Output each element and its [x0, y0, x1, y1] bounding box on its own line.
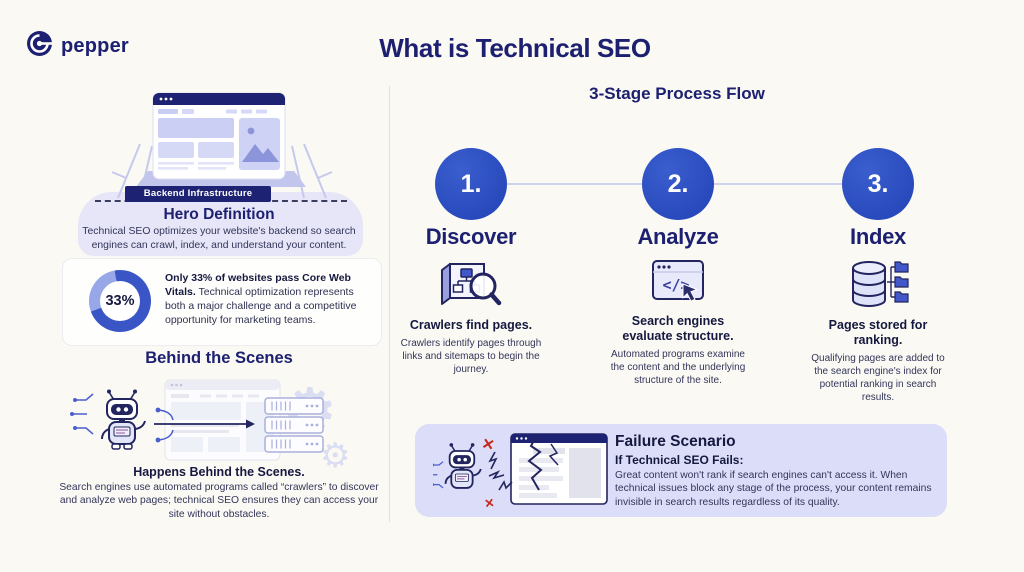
- stat-lead: Only 33% of websites pass Core Web Vital…: [165, 272, 351, 298]
- stage-title: Index: [850, 224, 906, 249]
- hero-definition-heading: Hero Definition: [163, 206, 275, 223]
- behind-body: Search engines use automated programs ca…: [59, 482, 379, 520]
- gear-icon: ⚙: [320, 437, 350, 468]
- core-web-vitals-stat-card: 33% Only 33% of websites pass Core Web V…: [62, 258, 382, 346]
- hero-browser-icon: [152, 92, 286, 187]
- sitemap-magnifier-icon: [441, 263, 502, 306]
- stage-caption: Pages stored for ranking.: [828, 318, 928, 347]
- stat-body: Technical optimization represents both a…: [165, 285, 357, 326]
- donut-chart: 33%: [89, 270, 151, 332]
- hero-cloud-shape: [78, 192, 363, 256]
- lightning-bolts-icon: [488, 451, 513, 491]
- scaffold-lines-icon: [104, 142, 340, 207]
- backend-banner: Backend Infrastructure: [125, 186, 271, 202]
- crawler-illustration: ⚙ ⚙: [70, 372, 370, 475]
- failure-heading: Failure Scenario: [615, 433, 736, 450]
- stage-1-circle: 1.: [435, 148, 507, 220]
- stat-text: Only 33% of websites pass Core Web Vital…: [165, 272, 369, 328]
- logo-wordmark: pepper: [61, 34, 129, 57]
- column-divider: [389, 86, 390, 522]
- crawler-robot-icon: [101, 389, 146, 450]
- broken-crawl-illustration: ✕ ✕: [425, 430, 611, 517]
- failure-text-block: Failure Scenario If Technical SEO Fails:…: [615, 433, 937, 509]
- code-window-icon: </>: [652, 260, 704, 302]
- stage-caption: Search engines evaluate structure.: [622, 314, 734, 343]
- failure-scenario-panel: ✕ ✕: [415, 424, 947, 517]
- stage-2-circle: 2.: [642, 148, 714, 220]
- pepper-logo: pepper: [26, 30, 129, 62]
- stage-title: Analyze: [637, 224, 719, 249]
- arrow-icon: [154, 419, 255, 429]
- wireframe-browser-icon: [164, 379, 281, 461]
- stage-body: Automated programs examine the content a…: [610, 349, 746, 386]
- hero-definition-body: Technical SEO optimizes your website's b…: [82, 226, 356, 251]
- blocked-robot-icon: [425, 443, 482, 489]
- stage-3-circle: 3.: [842, 148, 914, 220]
- stage-index: Index Pages stored for ranking. Qualifyi…: [798, 224, 958, 404]
- failure-body: Great content won't rank if search engin…: [615, 470, 932, 508]
- broken-browser-icon: [510, 433, 608, 505]
- error-x-icon: ✕: [483, 496, 495, 511]
- page-title: What is Technical SEO: [379, 33, 651, 63]
- stage-discover: Discover Crawlers find pages. Crawlers i…: [391, 224, 551, 376]
- error-x-icon: ✕: [480, 435, 496, 454]
- stage-analyze: Analyze </> Search engines evaluate stru…: [598, 224, 758, 387]
- pepper-logo-icon: [26, 30, 53, 62]
- database-folders-icon: [852, 261, 909, 307]
- process-flow-heading: 3-Stage Process Flow: [589, 84, 765, 103]
- behind-caption: Happens Behind the Scenes.: [133, 465, 305, 479]
- stage-body: Qualifying pages are added to the search…: [811, 353, 945, 403]
- stage-body: Crawlers identify pages through links an…: [400, 338, 542, 375]
- stat-value: 33%: [100, 281, 140, 321]
- server-stack-icon: [264, 397, 324, 453]
- stage-caption: Crawlers find pages.: [409, 318, 533, 332]
- stage-title: Discover: [425, 224, 517, 249]
- behind-the-scenes-heading: Behind the Scenes: [145, 349, 293, 367]
- failure-subheading: If Technical SEO Fails:: [615, 453, 744, 467]
